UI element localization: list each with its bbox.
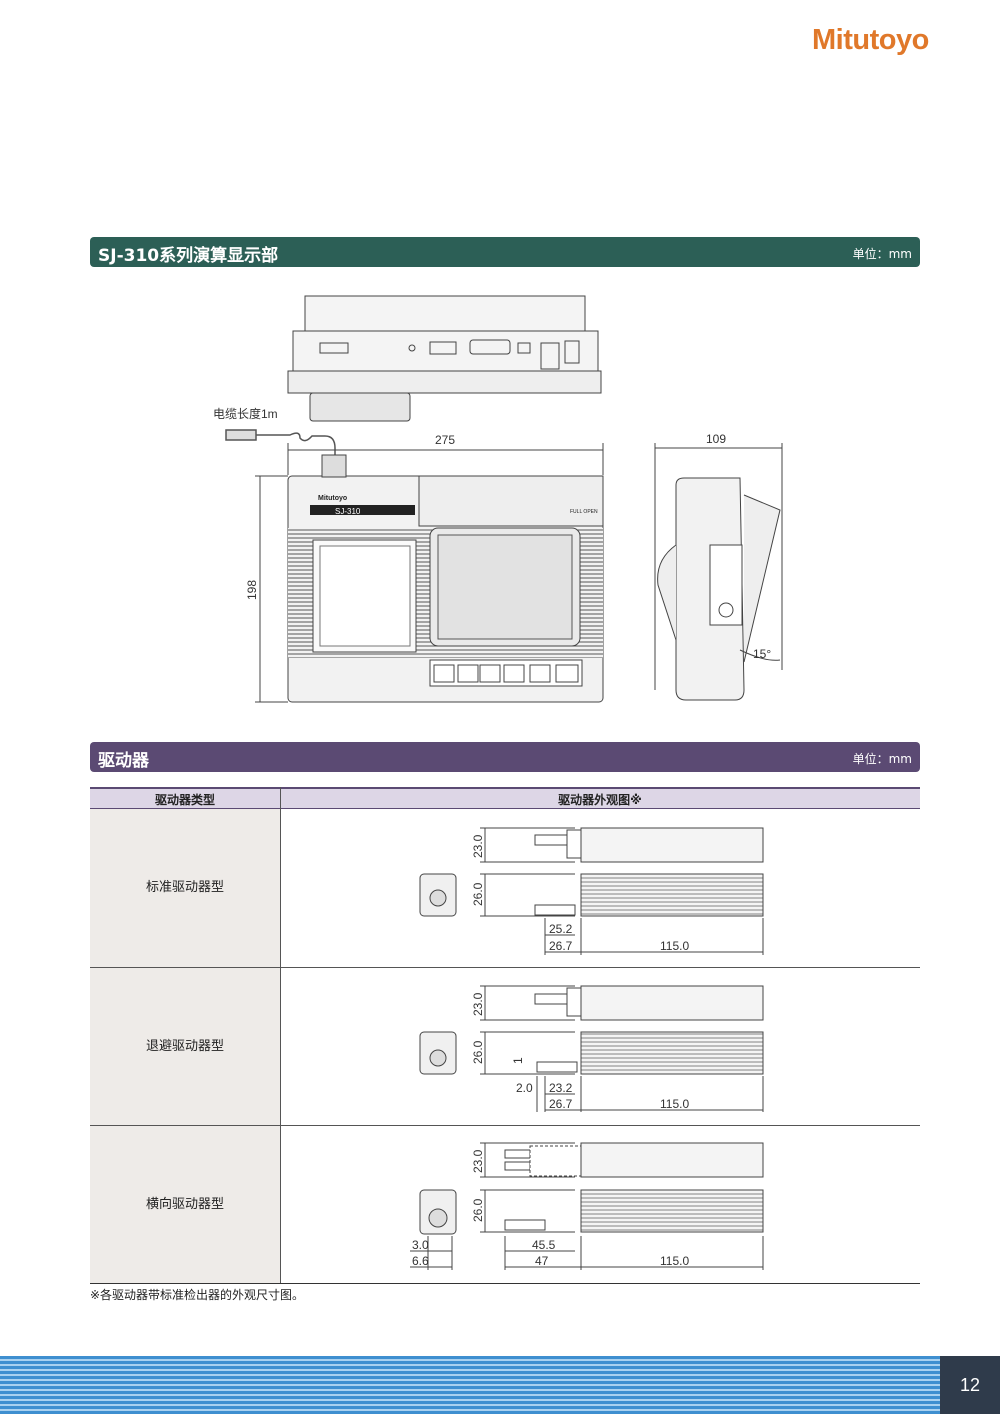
table-header-drawing: 驱动器外观图※ <box>280 787 920 809</box>
section-title: 驱动器 <box>98 751 149 771</box>
footnote: ※各驱动器带标准检出器的外观尺寸图。 <box>90 1288 305 1302</box>
display-unit-drawing: 电缆长度1m 275 198 Mitutoyo SJ-310 FULL OPEN <box>213 295 783 703</box>
dim-label: 47 <box>535 1254 549 1268</box>
side-view: 109 15° <box>654 432 783 701</box>
drive-unit-drawings: 23.0 26.0 25.2 26.7 115.0 23.0 26.0 1 2.… <box>410 827 764 1270</box>
row-divider <box>90 1125 920 1126</box>
row-divider <box>90 967 920 968</box>
dim-label: 115.0 <box>660 1097 689 1111</box>
dim-width: 275 <box>435 433 455 447</box>
dim-label: 115.0 <box>660 1254 689 1268</box>
row-label-transverse: 横向驱动器型 <box>90 1126 280 1283</box>
dim-label: 26.0 <box>471 882 485 906</box>
device-brand: Mitutoyo <box>318 495 347 502</box>
drawing-transverse <box>410 1142 764 1270</box>
row-label-standard: 标准驱动器型 <box>90 809 280 967</box>
row-label-retract: 退避驱动器型 <box>90 968 280 1125</box>
dim-label: 1 <box>511 1057 525 1064</box>
device-model: SJ-310 <box>335 507 361 516</box>
section-header-drive-unit: 驱动器 单位：mm <box>90 742 920 772</box>
page-number: 12 <box>940 1356 1000 1414</box>
section-title: SJ-310系列演算显示部 <box>98 246 279 266</box>
column-divider <box>280 787 281 1283</box>
dim-label: 23.0 <box>471 992 485 1016</box>
dim-label: 45.5 <box>532 1238 556 1252</box>
dim-depth: 109 <box>706 432 726 446</box>
drawing-retract <box>419 985 764 1112</box>
dim-height: 198 <box>245 580 259 600</box>
row-divider <box>90 1283 920 1284</box>
dim-label: 26.7 <box>549 939 573 953</box>
table-header-type: 驱动器类型 <box>90 787 280 809</box>
top-view <box>287 295 602 422</box>
power-label: FULL OPEN <box>570 509 598 515</box>
drive-unit-table: 驱动器类型 驱动器外观图※ 标准驱动器型 退避驱动器型 横向驱动器型 <box>90 787 920 1284</box>
dim-label: 3.0 <box>412 1238 429 1252</box>
dim-label: 115.0 <box>660 939 689 953</box>
brand-logo: Mitutoyo <box>812 24 929 56</box>
dim-label: 26.0 <box>471 1198 485 1222</box>
footer-stripes <box>0 1356 940 1414</box>
dim-label: 6.6 <box>412 1254 429 1268</box>
dim-label: 23.2 <box>549 1081 573 1095</box>
dim-label: 23.0 <box>471 1149 485 1173</box>
cable-length-label: 电缆长度1m <box>213 406 278 421</box>
dim-label: 2.0 <box>516 1081 533 1095</box>
drawing-standard <box>419 827 764 955</box>
dim-label: 26.0 <box>471 1040 485 1064</box>
dim-label: 26.7 <box>549 1097 573 1111</box>
dim-label: 25.2 <box>549 922 573 936</box>
unit-label: 单位：mm <box>852 752 912 766</box>
cable <box>225 429 336 460</box>
section-header-display-unit: SJ-310系列演算显示部 单位：mm <box>90 237 920 267</box>
unit-label: 单位：mm <box>852 247 912 261</box>
front-view: 275 198 Mitutoyo SJ-310 FULL OPEN <box>245 433 604 703</box>
dim-label: 23.0 <box>471 834 485 858</box>
dim-angle: 15° <box>753 647 771 661</box>
